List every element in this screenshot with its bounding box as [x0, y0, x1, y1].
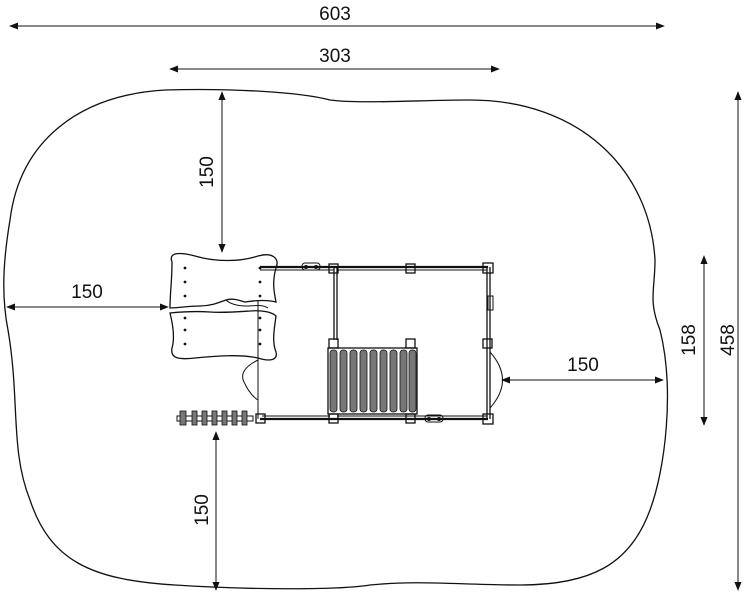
slatted-ramp: [327, 347, 418, 415]
post: [255, 413, 266, 424]
dimension-label: 150: [192, 494, 213, 526]
dimension-label: 150: [197, 156, 218, 188]
post: [405, 338, 416, 349]
dimension-structure-width: 303: [169, 46, 500, 73]
dimension-overall-depth: 458: [718, 91, 742, 591]
dimension-label: 158: [679, 324, 700, 356]
post: [405, 263, 416, 274]
deck-frame: [257, 265, 491, 421]
dimension-label: 303: [319, 46, 351, 67]
dimension-bottom-clearance: 150: [192, 431, 220, 591]
post: [482, 262, 494, 274]
play-structure: [169, 252, 503, 426]
dimension-structure-depth: 158: [679, 255, 708, 426]
right-access-arc: [489, 351, 503, 409]
post: [328, 338, 339, 349]
post: [328, 263, 339, 274]
dimension-label: 603: [319, 4, 351, 25]
dimension-label: 458: [718, 324, 739, 356]
safety-zone-outline: [3, 88, 669, 590]
dimension-label: 150: [71, 282, 103, 303]
dimension-left-clearance: 150: [6, 282, 169, 311]
left-panel-tower: [169, 252, 278, 401]
post: [482, 413, 494, 425]
post: [482, 338, 493, 349]
dimension-top-clearance: 150: [197, 91, 226, 253]
dimension-label: 150: [567, 355, 599, 376]
dimension-right-clearance: 150: [501, 355, 664, 384]
hardware-clamps: [301, 262, 494, 423]
climbing-bars: [176, 410, 254, 426]
dimension-overall-width: 603: [9, 4, 665, 30]
